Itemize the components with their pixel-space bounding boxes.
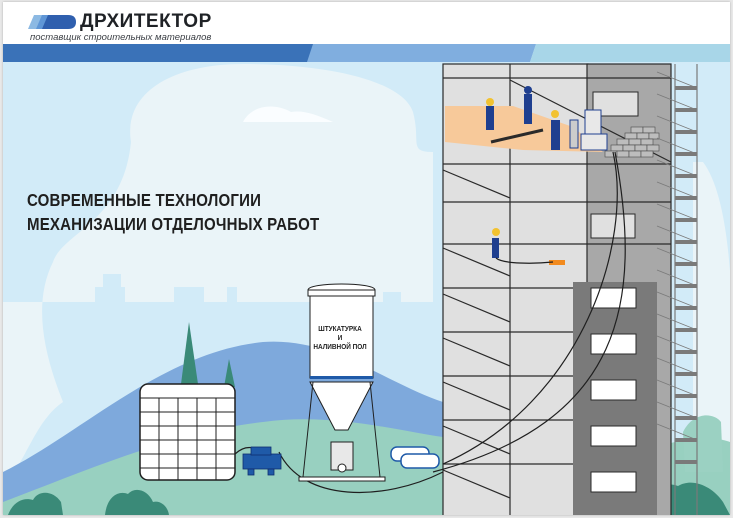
material-bag-icon: [390, 446, 440, 469]
windows: [590, 91, 639, 493]
poster-page: ДРХИТЕКТОР поставщик строительных матери…: [3, 2, 730, 515]
silo-label: ШТУКАТУРКА И НАЛИВНОЙ ПОЛ: [311, 325, 368, 352]
tree: [224, 359, 235, 387]
tree: [181, 322, 198, 384]
silo-label-line-1: ШТУКАТУРКА: [318, 326, 362, 333]
headline-line-2: МЕХАНИЗАЦИИ ОТДЕЛОЧНЫХ РАБОТ: [27, 214, 320, 234]
construction-worker-icon: [486, 86, 560, 258]
page-header: ДРХИТЕКТОР поставщик строительных матери…: [3, 2, 730, 44]
spray-gun: [549, 260, 565, 265]
silo-label-line-3: НАЛИВНОЙ ПОЛ: [313, 344, 367, 351]
bush: [105, 489, 169, 515]
header-color-band: [3, 44, 730, 62]
construction-scene-illustration: [3, 2, 730, 515]
headline-line-1: СОВРЕМЕННЫЕ ТЕХНОЛОГИИ: [27, 190, 262, 210]
cloud-shape: [3, 64, 433, 482]
brand-tagline: поставщик строительных материалов: [30, 32, 212, 43]
brand-name: ДРХИТЕКТОР: [80, 11, 212, 32]
small-cloud: [243, 106, 333, 122]
brick-wall: [604, 126, 660, 158]
floor-orange: [445, 106, 603, 152]
plaster-pump-icon: [569, 109, 608, 151]
hoses: [234, 151, 626, 493]
brand-logo[interactable]: ДРХИТЕКТОР: [28, 12, 212, 31]
bush: [8, 492, 63, 515]
compressor-icon: [242, 446, 282, 476]
page-headline: СОВРЕМЕННЫЕ ТЕХНОЛОГИИ МЕХАНИЗАЦИИ ОТДЕЛ…: [27, 188, 319, 236]
architect-logo-mark-icon: [28, 14, 76, 29]
scaffolding: [656, 64, 698, 515]
material-silo-icon: [298, 283, 386, 482]
ibc-water-tank-icon: [139, 383, 236, 481]
silo-label-line-2: И: [337, 335, 343, 342]
